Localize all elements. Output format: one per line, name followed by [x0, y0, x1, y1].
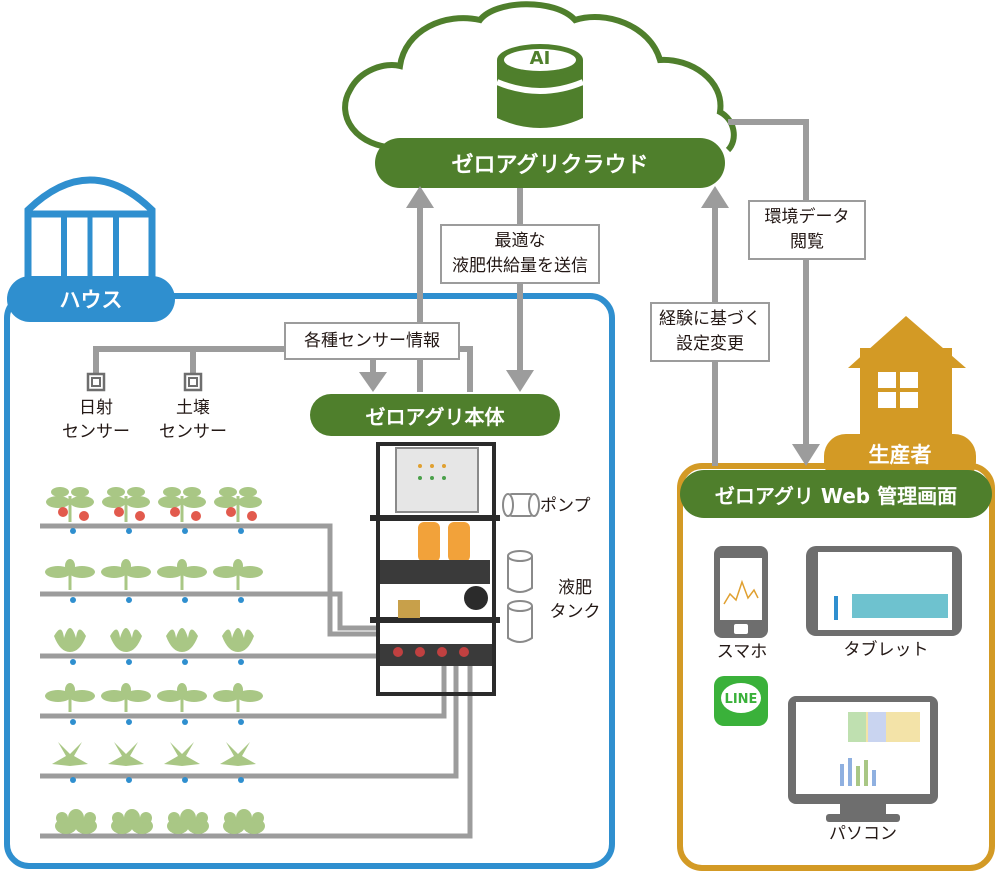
sensor-info-box: 各種センサー情報 [284, 322, 460, 360]
house-panel [4, 293, 615, 869]
solar-sensor-line1: 日射 [79, 398, 113, 418]
solar-sensor-label: 日射 センサー [56, 396, 136, 444]
producer-panel [677, 463, 995, 871]
tablet-label: タブレット [843, 640, 929, 660]
plant-row-6-sprout [55, 809, 265, 834]
tank-label: 液肥 タンク [540, 576, 610, 624]
irrigation-lines [40, 523, 473, 839]
tablet-icon [806, 546, 962, 636]
env-data-box: 環境データ 閲覧 [748, 200, 866, 260]
producer-panel-banner [680, 470, 992, 518]
sensor-info-label: 各種センサー情報 [304, 330, 440, 351]
soil-sensor-line2: センサー [159, 422, 227, 442]
tank-line2: タンク [549, 602, 601, 622]
zeroagri-unit-machine [370, 442, 500, 696]
cloud-shape [342, 1, 737, 153]
producer-label: 生産者 [868, 443, 932, 467]
plant-row-5-seedling [52, 742, 256, 783]
soil-sensor-icon [183, 372, 203, 392]
fertilizer-tank-icon [507, 550, 533, 643]
house-label: ハウス [7, 276, 175, 322]
optimal-supply-line2: 液肥供給量を送信 [452, 256, 588, 276]
tank-line1: 液肥 [558, 578, 592, 598]
plant-row-3 [54, 628, 254, 665]
greenhouse-icon [24, 176, 156, 283]
smartphone-icon [714, 546, 768, 638]
solar-sensor-icon [86, 372, 106, 392]
pc-monitor-icon [788, 696, 938, 822]
flow-arrowheads [359, 186, 820, 466]
ai-database-icon [495, 44, 585, 128]
line-app-icon [714, 676, 768, 726]
optimal-supply-box: 最適な 液肥供給量を送信 [440, 224, 600, 284]
optimal-supply-line1: 最適な [494, 231, 546, 251]
ai-label: AI [529, 48, 551, 69]
smartphone-label: スマホ [716, 642, 768, 662]
pump-label: ポンプ [540, 496, 591, 516]
solar-sensor-line2: センサー [62, 422, 130, 442]
pump-icon [502, 493, 540, 517]
experience-box: 経験に基づく 設定変更 [650, 302, 770, 362]
producer-panel-title: ゼロアグリ Web 管理画面 [714, 483, 958, 508]
producer-home-icon [848, 316, 966, 448]
unit-banner [310, 394, 560, 436]
plant-row-2 [45, 559, 263, 603]
plant-row-1-flowering [46, 487, 262, 534]
cloud-banner [375, 138, 725, 188]
experience-line2: 設定変更 [676, 334, 744, 354]
cloud-label: ゼロアグリクラウド [451, 153, 649, 178]
unit-label: ゼロアグリ本体 [365, 404, 505, 429]
experience-line1: 経験に基づく [659, 309, 761, 329]
env-data-line1: 環境データ [764, 207, 850, 227]
soil-sensor-line1: 土壌 [176, 398, 210, 418]
line-app-label: LINE [724, 692, 758, 707]
env-data-line2: 閲覧 [790, 232, 824, 252]
pc-label: パソコン [829, 824, 897, 844]
soil-sensor-label: 土壌 センサー [153, 396, 233, 444]
plant-row-4 [45, 683, 263, 725]
